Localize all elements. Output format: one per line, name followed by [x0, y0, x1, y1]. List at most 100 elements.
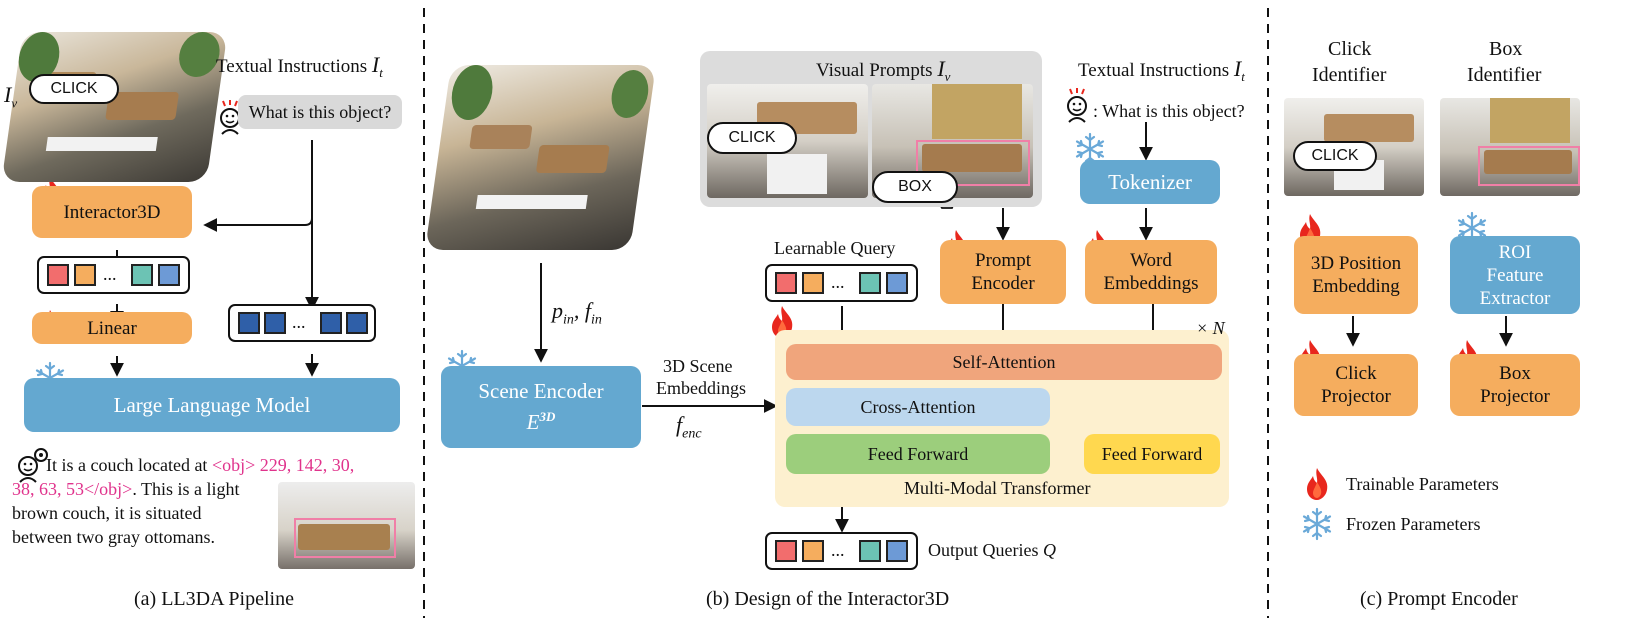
it-subscript: t: [379, 64, 383, 80]
prompt-encoder-line-1: Prompt: [975, 250, 1031, 271]
box-pill-b: BOX: [872, 171, 958, 203]
question-box-a: What is this object?: [238, 95, 402, 129]
token-navy-2: [264, 312, 286, 334]
answer-obj-1: <obj> 229, 142, 30,: [211, 455, 355, 475]
textual-instructions-text-b: Textual Instructions: [1078, 60, 1230, 81]
token-red: [47, 264, 69, 286]
legend-trainable-label: Trainable Parameters: [1346, 474, 1499, 494]
output-token-red: [775, 540, 797, 562]
textual-instructions-text: Textual Instructions: [216, 56, 368, 77]
query-token-teal: [859, 272, 881, 294]
snowflake-icon-legend: [1302, 507, 1332, 541]
token-navy-3: [320, 312, 342, 334]
token-bar-a-color: ...: [37, 256, 190, 294]
prompt-encoder-block: Prompt Encoder: [940, 240, 1066, 304]
prompt-encoder-line-2: Encoder: [971, 273, 1035, 294]
box-projector-block: Box Projector: [1450, 354, 1580, 416]
iv-symbol: I: [4, 82, 12, 107]
token-ellipsis: ...: [103, 264, 117, 284]
box-identifier-image: [1440, 98, 1580, 196]
output-queries-label: Output Queries Q: [928, 540, 1056, 561]
output-queries-tokens: ...: [765, 532, 918, 570]
p-subscript: in: [563, 312, 574, 328]
iv-label-a: Iv: [4, 82, 17, 111]
user-icon-a: [220, 99, 240, 135]
answer-suffix: . This is a light: [132, 479, 240, 499]
user-icon-b: [1067, 87, 1087, 123]
answer-text-line-2: 38, 63, 53</obj>. This is a light: [12, 479, 240, 500]
position-embedding-line-2: Embedding: [1312, 276, 1400, 297]
caption-b: (b) Design of the Interactor3D: [706, 588, 950, 610]
assistant-icon: [18, 448, 48, 483]
legend-frozen-label: Frozen Parameters: [1346, 514, 1481, 534]
roi-line-3: Extractor: [1479, 287, 1551, 309]
click-projector-line-1: Click: [1335, 363, 1377, 384]
scene-embeddings-label-2: Embeddings: [656, 378, 746, 398]
caption-c: (c) Prompt Encoder: [1360, 588, 1518, 610]
f-symbol: f: [584, 298, 592, 323]
word-embeddings-line-1: Word: [1130, 250, 1172, 271]
scene-embeddings-label-1: 3D Scene: [663, 356, 733, 376]
token-blue: [158, 264, 180, 286]
position-embedding-block: 3D Position Embedding: [1294, 236, 1418, 314]
textual-instructions-label-b: Textual Instructions It: [1078, 56, 1245, 85]
output-token-ellipsis: ...: [831, 540, 845, 560]
caption-a: (a) LL3DA Pipeline: [134, 588, 294, 610]
word-embeddings-line-2: Embeddings: [1103, 273, 1199, 294]
learnable-query-label: Learnable Query: [774, 238, 896, 258]
token-navy-4: [346, 312, 368, 334]
scene-superscript: 3D: [539, 409, 556, 424]
feed-forward-right-block: Feed Forward: [1084, 434, 1220, 474]
question-text-b: : What is this object?: [1093, 101, 1245, 121]
click-identifier-title-2: Identifier: [1312, 64, 1387, 86]
p-symbol: p: [552, 298, 563, 323]
token-navy-1: [238, 312, 260, 334]
output-queries-text: Output Queries: [928, 540, 1039, 560]
output-token-orange: [802, 540, 824, 562]
learnable-query-tokens: ...: [765, 264, 918, 302]
ti-subscript: t: [1241, 68, 1245, 84]
times-n-label: × N: [1196, 318, 1225, 338]
cross-attention-block: Cross-Attention: [786, 388, 1050, 426]
box-projector-line-1: Box: [1499, 363, 1531, 384]
answer-text-line-4: between two gray ottomans.: [12, 527, 215, 547]
textual-instructions-label-a: Textual Instructions It: [216, 52, 383, 81]
f-enc-label: fenc: [676, 412, 702, 442]
click-pill-a: CLICK: [29, 74, 119, 104]
box-projector-line-2: Projector: [1480, 386, 1550, 407]
it-symbol: I: [371, 52, 380, 77]
answer-obj-2: 38, 63, 53</obj>: [12, 479, 133, 499]
answer-text-line-3: brown couch, it is situated: [12, 503, 202, 523]
interactor3d-block: Interactor3D: [32, 186, 192, 238]
click-projector-block: Click Projector: [1294, 354, 1418, 416]
iv-subscript: v: [11, 95, 18, 111]
roi-line-2: Feature: [1486, 264, 1544, 286]
scene-encoder-block: Scene Encoder E3D: [441, 366, 641, 448]
query-token-blue: [886, 272, 908, 294]
roi-feature-extractor-block: ROI Feature Extractor: [1450, 236, 1580, 314]
output-token-teal: [859, 540, 881, 562]
roi-line-1: ROI: [1498, 241, 1532, 263]
box-identifier-title-2: Identifier: [1467, 64, 1542, 86]
token-bar-a-text: ...: [228, 304, 376, 342]
scene-encoder-symbol: E3D: [527, 404, 556, 435]
scene-image-b: [424, 65, 656, 250]
word-embeddings-block: Word Embeddings: [1085, 240, 1217, 304]
feed-forward-left-block: Feed Forward: [786, 434, 1050, 474]
pin-fin-label: pin, fin: [552, 298, 602, 328]
f-enc-subscript: enc: [682, 426, 702, 442]
linear-block: Linear: [32, 312, 192, 344]
query-token-red: [775, 272, 797, 294]
token-orange: [74, 264, 96, 286]
token-teal: [131, 264, 153, 286]
scene-encoder-label: Scene Encoder: [478, 379, 604, 403]
answer-couch-image: [278, 482, 415, 569]
vp-subscript: v: [944, 68, 951, 84]
click-projector-line-2: Projector: [1321, 386, 1391, 407]
multimodal-transformer-label: Multi-Modal Transformer: [904, 478, 1091, 498]
query-token-ellipsis: ...: [831, 272, 845, 292]
visual-prompts-label: Visual Prompts Iv: [816, 56, 950, 85]
vp-symbol: I: [937, 56, 945, 81]
llm-block: Large Language Model: [24, 378, 400, 432]
flame-icon-legend: [1307, 468, 1328, 500]
